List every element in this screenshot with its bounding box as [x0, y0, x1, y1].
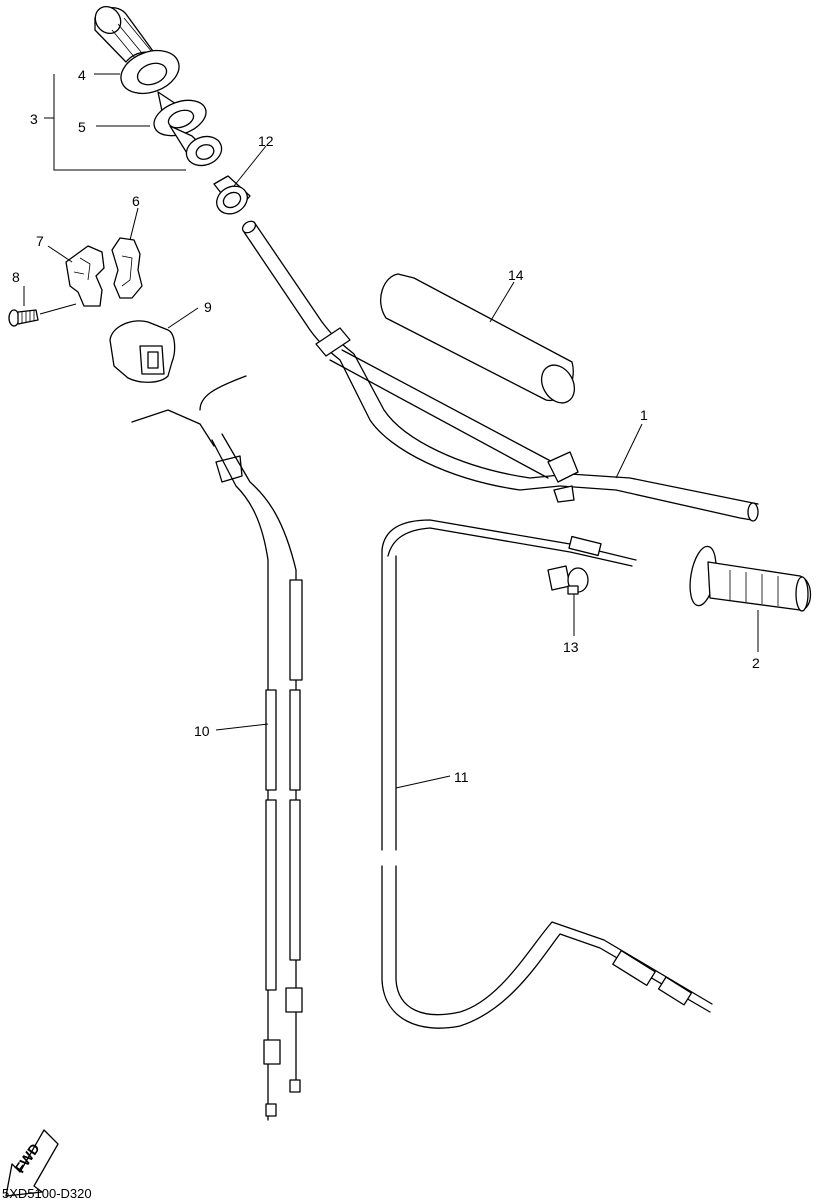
callout-1: 1 — [640, 407, 648, 423]
callout-3: 3 — [30, 111, 38, 127]
callout-12: 12 — [258, 133, 274, 149]
callout-9: 9 — [204, 299, 212, 315]
callout-10: 10 — [194, 723, 210, 739]
callout-labels: 1 2 3 4 5 6 7 8 9 10 11 12 13 14 — [12, 67, 760, 785]
callout-6: 6 — [132, 193, 140, 209]
callout-13: 13 — [563, 639, 579, 655]
grip-part-2 — [689, 545, 812, 612]
throttle-housing-part-9 — [109, 320, 176, 383]
clutch-cable-part-11 — [381, 519, 713, 1029]
adjuster-part-13 — [547, 565, 589, 595]
callout-2: 2 — [752, 655, 760, 671]
fwd-arrow-icon: FWD — [5, 1129, 59, 1197]
collar-part-12 — [213, 175, 251, 215]
callout-4: 4 — [78, 67, 86, 83]
throttle-cable-part-10 — [131, 375, 303, 1121]
callout-8: 8 — [12, 269, 20, 285]
leader-lines — [23, 73, 759, 789]
pad-part-14 — [380, 273, 576, 404]
holder-part-7 — [65, 245, 105, 307]
screw-part-8 — [8, 309, 39, 327]
diagram-code: 5XD5100-D320 — [2, 1186, 92, 1201]
callout-14: 14 — [508, 267, 524, 283]
callout-11: 11 — [454, 769, 469, 785]
holder-part-6 — [111, 237, 143, 299]
callout-5: 5 — [78, 119, 86, 135]
callout-7: 7 — [36, 233, 44, 249]
handlebar-part-1 — [241, 220, 759, 522]
throttle-grip-assembly — [94, 5, 223, 167]
